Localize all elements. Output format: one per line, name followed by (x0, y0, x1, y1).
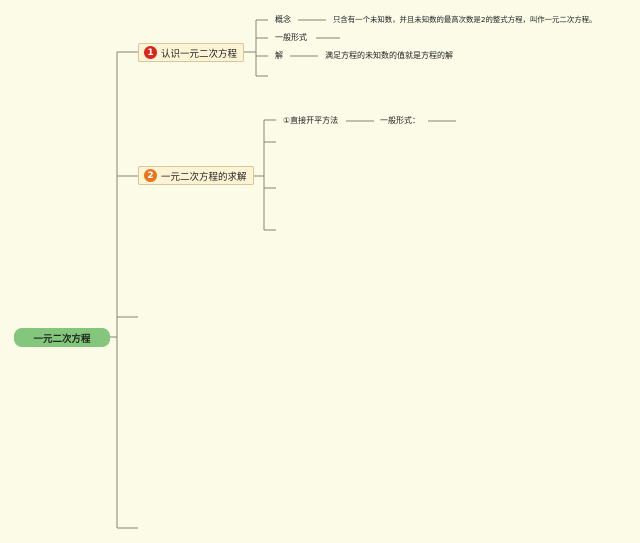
solution-definition[interactable]: 满足方程的未知数的值就是方程的解 (325, 51, 453, 60)
topic-solution[interactable]: 解 (275, 51, 283, 60)
number-badge: 2 (144, 169, 157, 182)
branch-label: 一元二次方程的求解 (161, 171, 247, 183)
topic-general-form[interactable]: 一般形式 (275, 33, 307, 42)
number-badge: 1 (144, 46, 157, 59)
branch-node-solving[interactable]: 2 一元二次方程的求解 (138, 166, 254, 185)
method-direct-square-root[interactable]: ①直接开平方法 (283, 116, 339, 125)
method-general-form[interactable]: 一般形式： (380, 116, 420, 125)
branch-label: 认识一元二次方程 (161, 48, 238, 60)
topic-concept[interactable]: 概念 (275, 15, 291, 24)
root-node[interactable]: 一元二次方程 (14, 328, 110, 347)
root-label: 一元二次方程 (33, 333, 91, 345)
concept-definition[interactable]: 只含有一个未知数，并且未知数的最高次数是2的整式方程，叫作一元二次方程。 (333, 15, 597, 24)
branch-node-recognize[interactable]: 1 认识一元二次方程 (138, 43, 245, 62)
